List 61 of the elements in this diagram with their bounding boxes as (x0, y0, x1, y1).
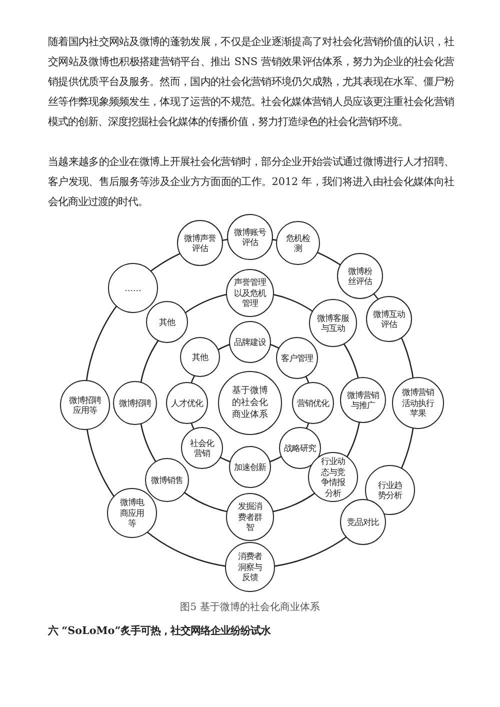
node-label: 微博营销与推广 (346, 390, 380, 410)
node-label: 微博粉丝评估 (347, 266, 374, 286)
concept-circle (279, 427, 321, 469)
node-label: 微博账号评估 (233, 226, 267, 248)
node-label: 人才优化 (170, 398, 204, 408)
node-label: 营销优化 (296, 398, 330, 408)
concept-circle (218, 371, 282, 435)
node-label: 微博声誉评估 (183, 232, 217, 254)
concept-circle (166, 382, 208, 424)
node-label: 行业趋势分析 (377, 480, 404, 500)
concept-circle (177, 220, 223, 266)
concept-circle (308, 452, 358, 502)
concept-circle (226, 269, 274, 317)
concept-circle (181, 427, 223, 469)
concept-circle (366, 296, 412, 342)
node-label: 竞品对比 (346, 516, 380, 528)
node-label: 微博招聘 (118, 398, 152, 408)
concept-circle (340, 499, 386, 545)
node-label: 其他 (191, 352, 210, 362)
node-label: 行业动态与竞争情报分析 (320, 456, 346, 498)
node-label: 客户管理 (280, 352, 314, 364)
concept-circle (276, 221, 320, 265)
concept-circle (108, 263, 158, 313)
body-paragraph: 当越来越多的企业在微博上开展社会化营销时，部分企业开始尝试通过微博进行人才招聘、客户发现、售后服务等涉及企业方方面面的工作。2012 年，我们将进入由社会化媒体向社会化商业过渡的时代。 (48, 155, 454, 210)
concept-circle (337, 253, 383, 299)
concept-circle (340, 377, 386, 423)
concept-circle (180, 337, 220, 377)
node-label: 微博电商应用等 (119, 497, 146, 529)
node-label: 发掘消费者群智 (237, 501, 264, 533)
node-label: 其他 (158, 316, 176, 328)
node-label: 微博招聘应用等 (68, 394, 102, 416)
figure-caption: 图5 基于微博的社会化商业体系 (179, 600, 321, 614)
concept-circle (229, 446, 271, 488)
concept-circle (309, 299, 357, 347)
concept-circle (276, 337, 318, 379)
node-label: 微博销售 (150, 474, 184, 486)
concept-circle (107, 488, 157, 538)
concept-circle (225, 542, 275, 592)
concept-circle (226, 493, 274, 541)
concept-circle (229, 321, 271, 363)
concept-circle (113, 381, 157, 425)
section-heading: 六 “SoLoMo”炙手可热，社交网络企业纷纷试水 (48, 624, 271, 638)
concept-circle (60, 380, 110, 430)
node-label: 基于微博的社会化商业体系 (231, 385, 269, 421)
concept-circle (392, 377, 444, 429)
node-label: 战略研究 (283, 442, 317, 454)
node-label: …… (124, 282, 142, 294)
node-label: 消费者洞察与反馈 (237, 551, 264, 583)
node-label: 品牌建设 (233, 336, 267, 348)
node-label: 社会化营销 (189, 438, 215, 458)
concept-circle (145, 458, 189, 502)
node-label: 声誉管理以及危机管理 (233, 277, 268, 309)
node-label: 微博营销活动执行苹果 (401, 387, 436, 419)
concept-circle (292, 382, 334, 424)
node-label: 微博互动评估 (372, 308, 406, 330)
concept-circle (227, 214, 273, 260)
node-label: 加速创新 (233, 462, 267, 472)
concept-circle (146, 301, 188, 343)
node-label: 危机检测 (286, 232, 310, 254)
body-paragraph: 随着国内社交网站及微博的蓬勃发展，不仅是企业逐渐提高了对社会化营销价值的认识，社交网站及微博也积极搭建营销平台、推出 SNS 营销效果评估体系，努力为企业的社会化营销提供优质平台及服务。然而，国内的社会化营销环境仍欠成熟，尤其表现在水军、僵尸粉丝等作弊现象频频发生，体现了运营的不规范。社会化媒体营销人员应该更注重社会化营销模式的创新、深度挖掘社会化媒体的传播价值，努力打造绿色的社会化营销环境。 (48, 35, 454, 130)
node-label: 微博客服与互动 (316, 312, 350, 334)
